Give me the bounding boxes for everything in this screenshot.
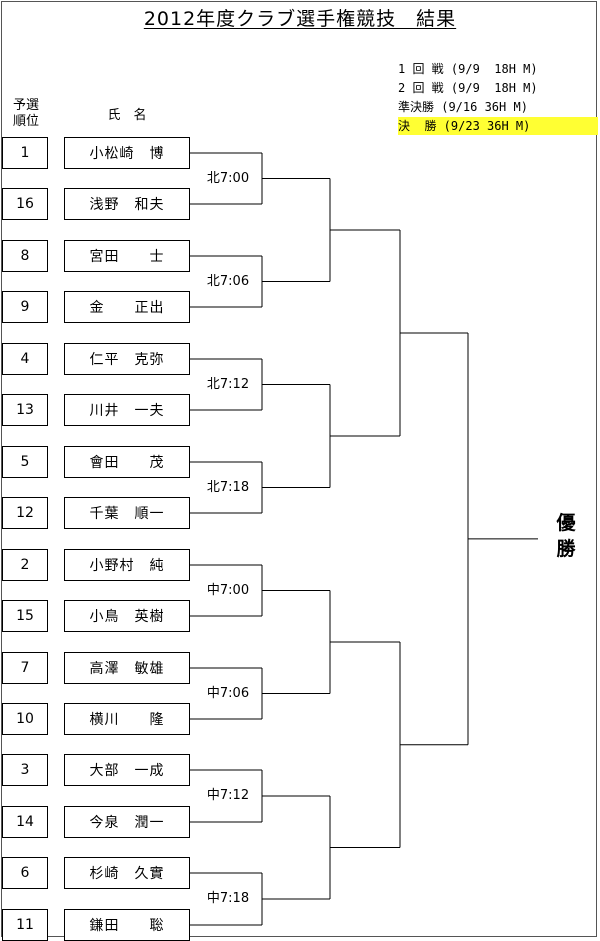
player-name: 浅野 和夫 <box>64 188 190 220</box>
player-name: 杉崎 久實 <box>64 857 190 889</box>
tee-time: 中7:18 <box>200 889 256 909</box>
player-name: 千葉 順一 <box>64 497 190 529</box>
tee-time: 北7:06 <box>200 271 256 292</box>
seed-cell: 15 <box>2 600 48 632</box>
player-name: 仁平 克弥 <box>64 343 190 375</box>
tee-time: 北7:18 <box>200 477 256 498</box>
seed-cell: 10 <box>2 703 48 735</box>
tee-time: 中7:00 <box>200 580 256 601</box>
player-name: 大部 一成 <box>64 754 190 786</box>
seed-cell: 12 <box>2 497 48 529</box>
seed-header: 予選 順位 <box>4 98 48 130</box>
player-name: 小鳥 英樹 <box>64 600 190 632</box>
seed-cell: 6 <box>2 857 48 889</box>
player-name: 高澤 敏雄 <box>64 652 190 684</box>
seed-cell: 16 <box>2 188 48 220</box>
seed-cell: 7 <box>2 652 48 684</box>
seed-cell: 1 <box>2 137 48 169</box>
schedule-item: 2 回 戦 (9/9 18H M) <box>398 81 538 95</box>
champion-label: 優 勝 <box>552 510 580 562</box>
player-name: 今泉 潤一 <box>64 806 190 838</box>
schedule-item: 準決勝 (9/16 36H M) <box>398 100 528 114</box>
player-name: 鎌田 聡 <box>64 909 190 941</box>
tee-time: 北7:00 <box>200 168 256 189</box>
player-name: 宮田 士 <box>64 240 190 272</box>
schedule-item: 決 勝 (9/23 36H M) <box>398 117 598 135</box>
schedule-item: 1 回 戦 (9/9 18H M) <box>398 62 538 76</box>
name-header: 氏 名 <box>107 108 147 123</box>
seed-cell: 3 <box>2 754 48 786</box>
seed-cell: 14 <box>2 806 48 838</box>
tee-time: 北7:12 <box>200 374 256 395</box>
champion-text: 優 勝 <box>556 512 576 560</box>
tee-time: 中7:12 <box>200 786 256 806</box>
seed-cell: 8 <box>2 240 48 272</box>
seed-cell: 4 <box>2 343 48 375</box>
player-name: 川井 一夫 <box>64 394 190 426</box>
player-name: 小野村 純 <box>64 549 190 581</box>
page-title: 2012年度クラブ選手権競技 結果 <box>143 8 457 30</box>
player-name: 小松崎 博 <box>64 137 190 169</box>
seed-cell: 9 <box>2 291 48 323</box>
seed-cell: 13 <box>2 394 48 426</box>
tee-time: 中7:06 <box>200 683 256 704</box>
player-name: 會田 茂 <box>64 446 190 478</box>
seed-cell: 5 <box>2 446 48 478</box>
seed-header-text: 予選 順位 <box>12 98 39 129</box>
seed-cell: 11 <box>2 909 48 941</box>
player-name: 金 正出 <box>64 291 190 323</box>
seed-cell: 2 <box>2 549 48 581</box>
player-name: 横川 隆 <box>64 703 190 735</box>
